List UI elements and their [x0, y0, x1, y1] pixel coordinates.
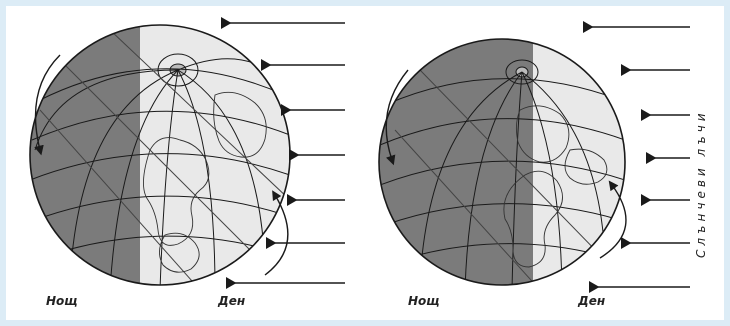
- sun-rays-caption: Слънчеви лъчи: [694, 48, 712, 258]
- globe-right-day-label: Ден: [578, 294, 605, 308]
- globe-right-night-side: [375, 35, 533, 290]
- globe-left-night-side: [30, 20, 140, 290]
- globe-left-night-label: Нощ: [46, 294, 78, 308]
- globe-right: [375, 35, 630, 290]
- globe-left-day-label: Ден: [218, 294, 245, 308]
- globe-left: [30, 20, 290, 290]
- globe-right-night-label: Нощ: [408, 294, 440, 308]
